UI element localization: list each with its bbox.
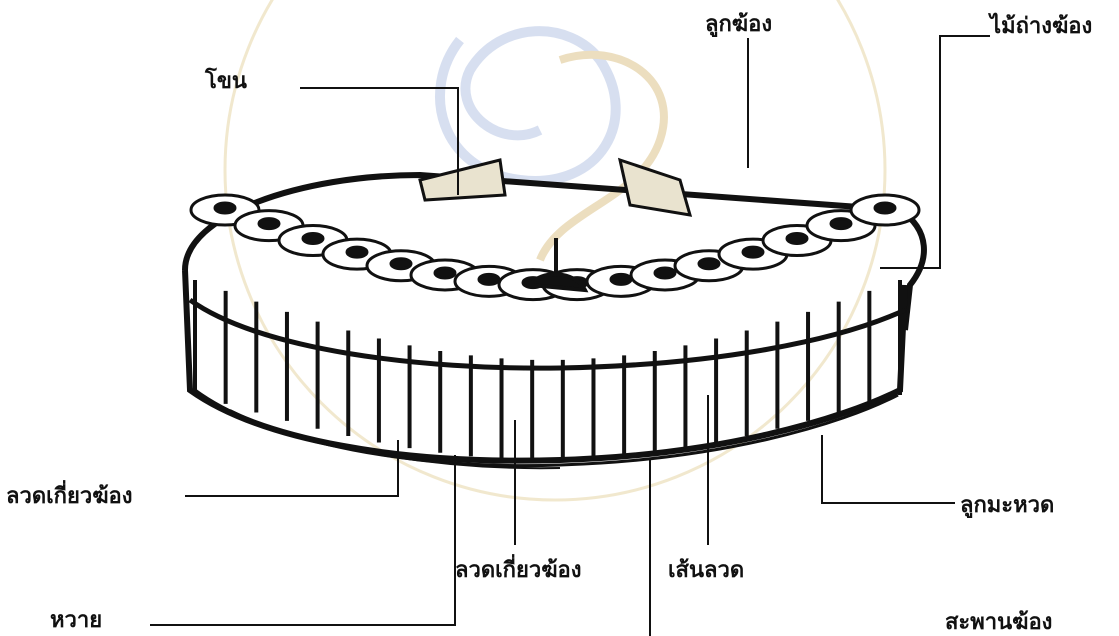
gong-boss bbox=[479, 274, 499, 284]
label-sen-luat: เส้นลวด bbox=[668, 560, 744, 582]
center-stand bbox=[530, 238, 585, 290]
gong-boss bbox=[611, 274, 631, 284]
gong-boss bbox=[875, 203, 895, 213]
gong-boss bbox=[787, 234, 807, 244]
label-luat-kiao-khong-center: ลวดเกี่ยวฆ้อง bbox=[455, 560, 582, 582]
leader-hwai bbox=[150, 455, 455, 625]
label-luk-mahuat: ลูกมะหวด bbox=[960, 495, 1054, 517]
leader-luk-mahuat bbox=[822, 435, 955, 503]
gong-boss bbox=[215, 203, 235, 213]
leader-mai-thang-khong bbox=[880, 36, 990, 268]
label-khon: โขน bbox=[205, 71, 247, 93]
gong-boss bbox=[435, 268, 455, 278]
gong-boss bbox=[391, 259, 411, 269]
label-luat-kiao-khong-left: ลวดเกี่ยวฆ้อง bbox=[6, 486, 133, 508]
gong-boss bbox=[655, 268, 675, 278]
gong-boss bbox=[831, 219, 851, 229]
gong-boss bbox=[303, 234, 323, 244]
label-mai-thang-khong: ไม้ถ่างฆ้อง bbox=[990, 16, 1092, 38]
gong-boss bbox=[699, 259, 719, 269]
label-saphan-khong: สะพานฆ้อง bbox=[945, 612, 1052, 634]
gong-boss bbox=[347, 247, 367, 257]
gong-boss bbox=[259, 219, 279, 229]
label-hwai: หวาย bbox=[50, 610, 102, 632]
gong-boss bbox=[743, 247, 763, 257]
label-luk-khong: ลูกฆ้อง bbox=[705, 14, 772, 36]
